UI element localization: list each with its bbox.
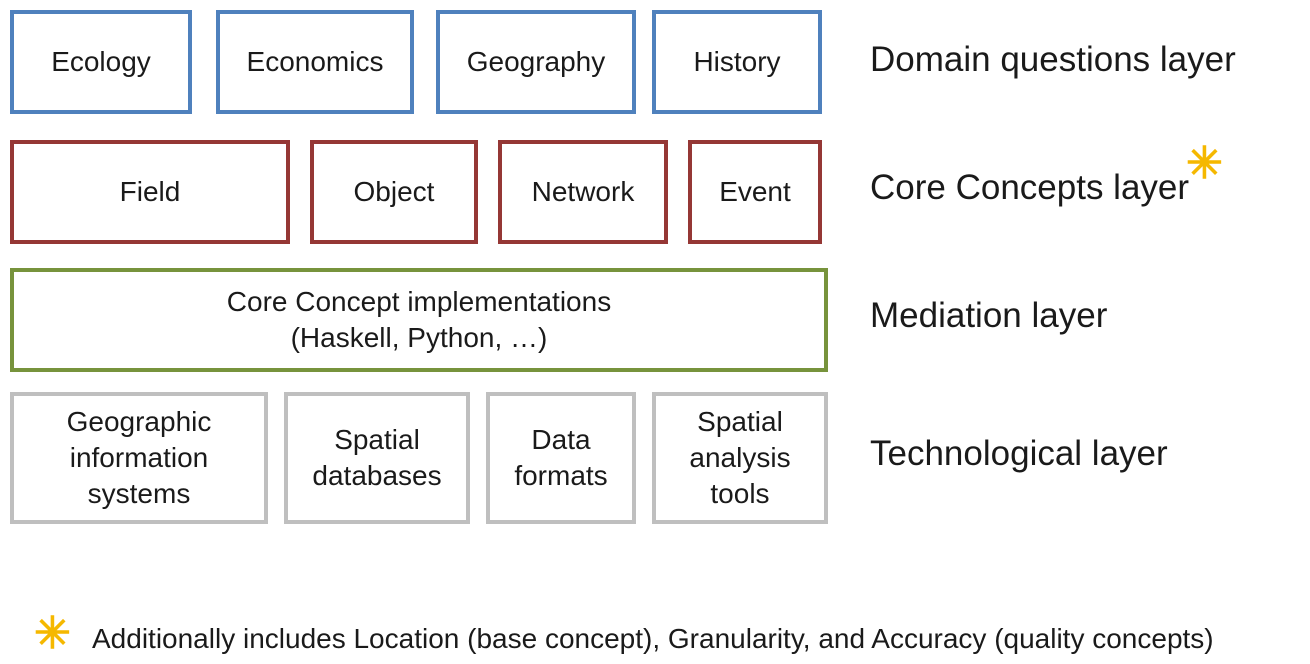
- domain-box-economics: Economics: [216, 10, 414, 114]
- footnote-text: Additionally includes Location (base con…: [92, 623, 1214, 654]
- mediation-layer-label: Mediation layer: [870, 296, 1108, 335]
- tech-box-spatial-databases: Spatial databases: [284, 392, 470, 524]
- core-box-event: Event: [688, 140, 822, 244]
- core-box-field: Field: [10, 140, 290, 244]
- core-box-network: Network: [498, 140, 668, 244]
- tech-box-spatial-analysis-tools: Spatial analysis tools: [652, 392, 828, 524]
- footnote-asterisk-icon: ✳: [34, 609, 71, 658]
- core-layer-asterisk-icon: ✳: [1186, 139, 1223, 188]
- tech-box-gis: Geographic information systems: [10, 392, 268, 524]
- core-box-object: Object: [310, 140, 478, 244]
- mediation-box: Core Concept implementations (Haskell, P…: [10, 268, 828, 372]
- domain-box-ecology: Ecology: [10, 10, 192, 114]
- domain-layer-label: Domain questions layer: [870, 40, 1236, 79]
- core-layer-label: Core Concepts layer: [870, 168, 1190, 207]
- domain-box-history: History: [652, 10, 822, 114]
- tech-layer-label: Technological layer: [870, 434, 1168, 473]
- domain-box-geography: Geography: [436, 10, 636, 114]
- tech-box-data-formats: Data formats: [486, 392, 636, 524]
